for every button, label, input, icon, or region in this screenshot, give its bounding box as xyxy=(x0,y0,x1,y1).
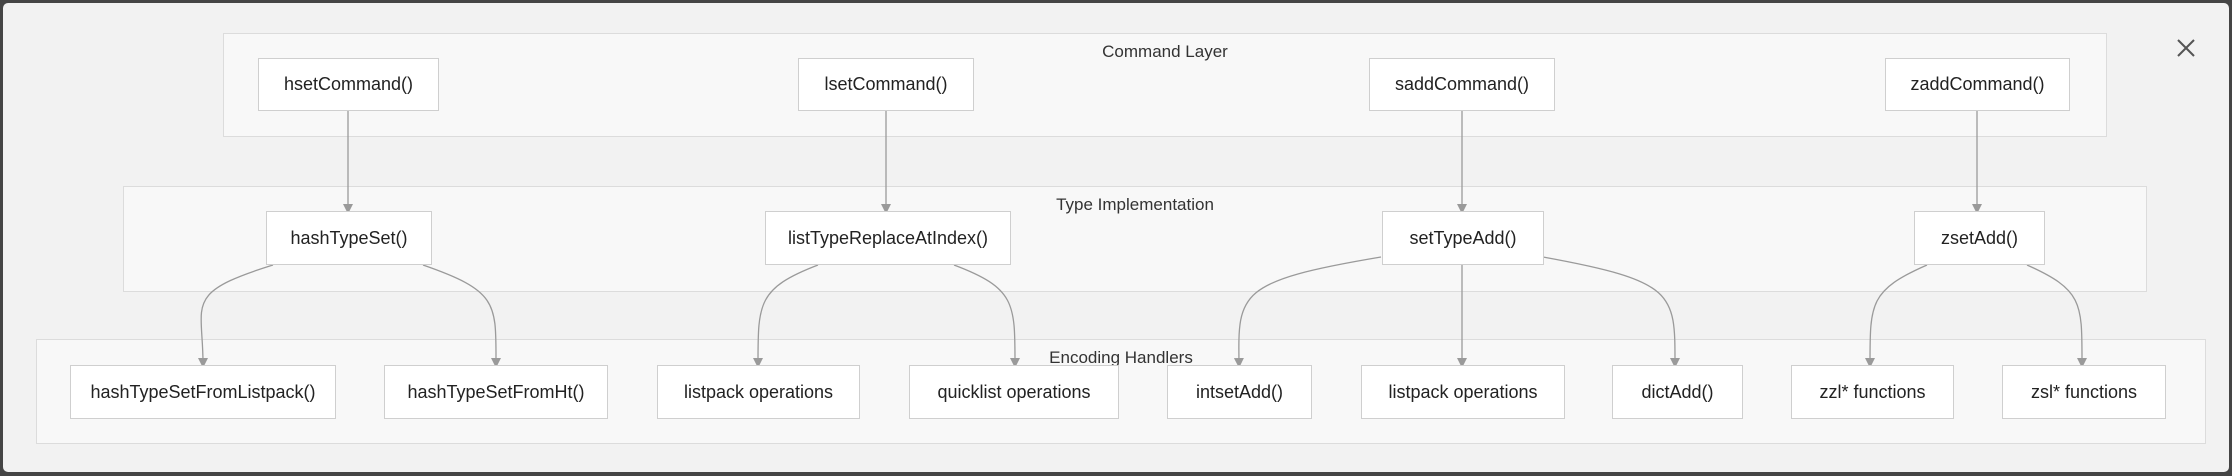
zsl-functions-node[interactable]: zsl* functions xyxy=(2002,365,2166,419)
quicklist-operations-node[interactable]: quicklist operations xyxy=(909,365,1119,419)
listtypereplaceatindex-node[interactable]: listTypeReplaceAtIndex() xyxy=(765,211,1011,265)
encoding-handlers-title: Encoding Handlers xyxy=(1049,348,1193,367)
edge-zsetadd-zsl xyxy=(2026,264,2088,368)
dictadd-node[interactable]: dictAdd() xyxy=(1612,365,1743,419)
listpack-operations-node[interactable]: listpack operations xyxy=(657,365,860,419)
hashtypesetfromlistpack-node[interactable]: hashTypeSetFromListpack() xyxy=(70,365,336,419)
edge-zsetadd-zzl xyxy=(1865,264,1928,368)
edge-hashtypeset-ht xyxy=(422,264,502,368)
edge-listtypereplace-quicklist xyxy=(953,264,1020,368)
command-layer-title: Command Layer xyxy=(1102,42,1228,61)
settypeadd-node[interactable]: setTypeAdd() xyxy=(1382,211,1544,265)
edge-listtypereplace-listpack xyxy=(753,264,819,368)
type-implementation-title: Type Implementation xyxy=(1056,195,1214,214)
hset-command-node[interactable]: hsetCommand() xyxy=(258,58,439,111)
diagram-panel: Command Layer Type Implementation Encodi… xyxy=(3,3,2229,472)
zsetadd-node[interactable]: zsetAdd() xyxy=(1914,211,2045,265)
type-implementation-group: Type Implementation xyxy=(123,186,2147,292)
close-button[interactable] xyxy=(2169,31,2203,65)
sadd-command-node[interactable]: saddCommand() xyxy=(1369,58,1555,111)
edge-hashtypeset-listpack xyxy=(197,264,274,368)
lset-command-node[interactable]: lsetCommand() xyxy=(798,58,974,111)
edge-settypeadd-dict xyxy=(1542,256,1680,368)
close-icon xyxy=(2177,39,2195,57)
hashtypeset-node[interactable]: hashTypeSet() xyxy=(266,211,432,265)
diagram-edges xyxy=(197,111,2088,368)
command-layer-group: Command Layer xyxy=(223,33,2107,137)
listpack-operations-node-2[interactable]: listpack operations xyxy=(1361,365,1565,419)
intsetadd-node[interactable]: intsetAdd() xyxy=(1167,365,1312,419)
zadd-command-node[interactable]: zaddCommand() xyxy=(1885,58,2070,111)
hashtypesetfromht-node[interactable]: hashTypeSetFromHt() xyxy=(384,365,608,419)
zzl-functions-node[interactable]: zzl* functions xyxy=(1791,365,1954,419)
edge-settypeadd-intset xyxy=(1233,256,1382,368)
